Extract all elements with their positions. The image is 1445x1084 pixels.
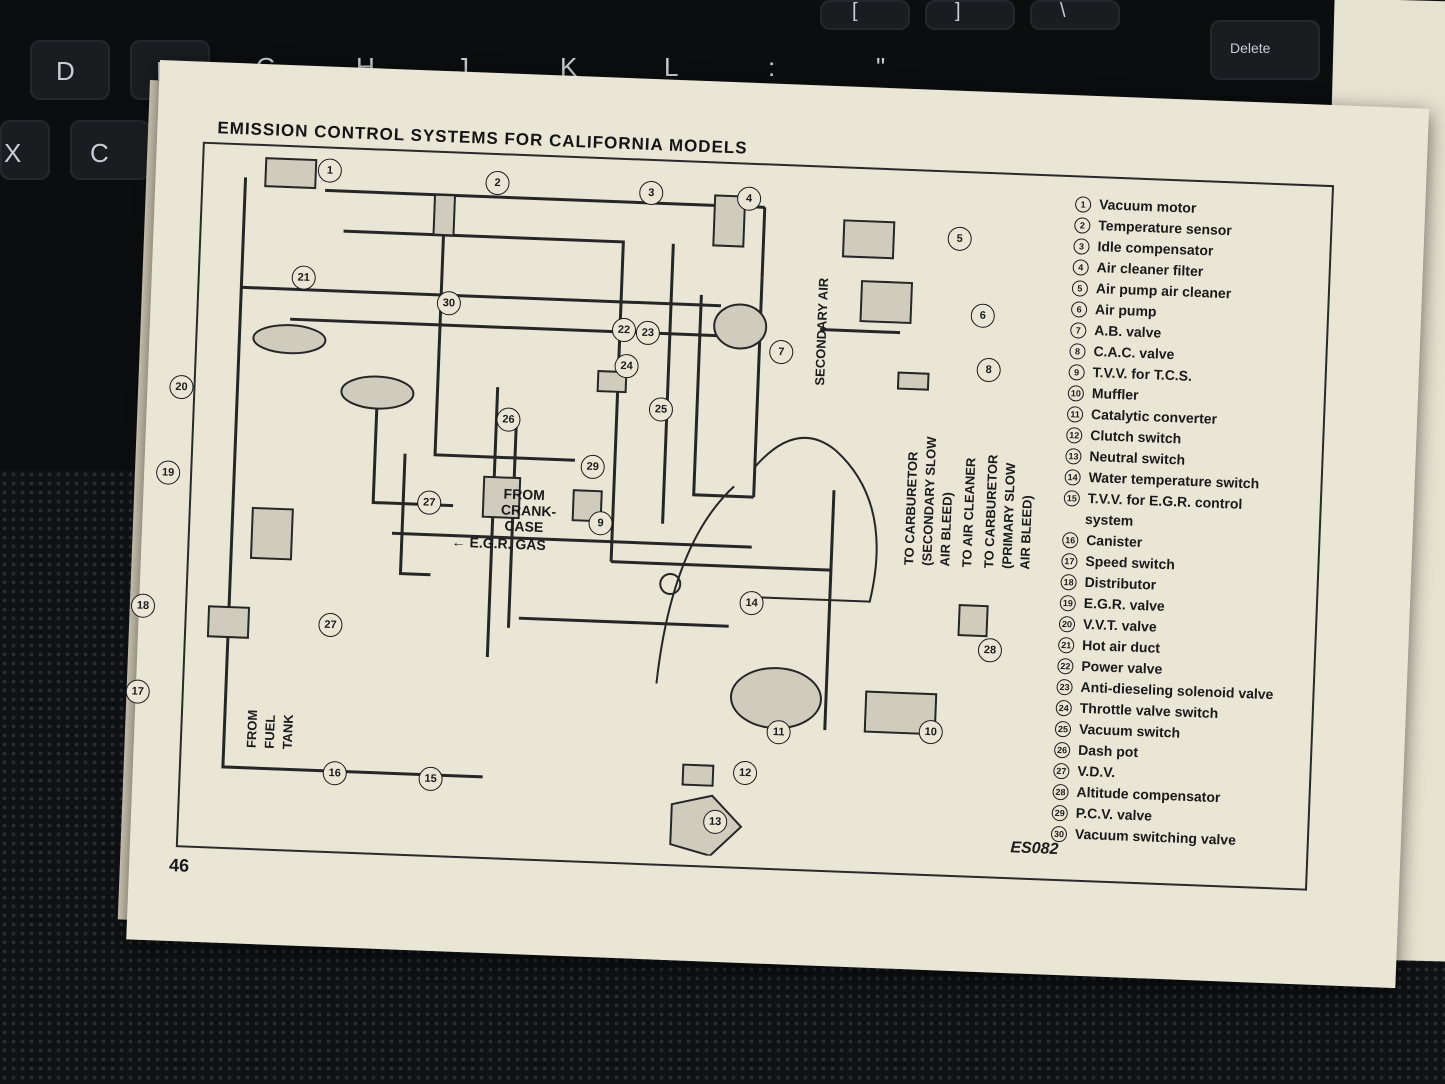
legend-text: Neutral switch [1089,447,1186,468]
legend-number [1063,511,1078,526]
legend-number: 27 [1053,762,1070,780]
key-bracket-left-label: [ [852,0,858,22]
key-c-label: C [90,138,109,168]
key-bracket-left [820,0,910,30]
legend-text: E.G.R. valve [1083,594,1166,614]
legend-text: Hot air duct [1081,636,1161,656]
legend-text: Speed switch [1085,552,1176,573]
key-bracket-right-label: ] [955,0,961,22]
legend-text: system [1084,510,1134,529]
legend-number: 26 [1053,741,1071,759]
label-from-crankcase-3: CASE [504,517,544,536]
key-delete-label: Delete [1230,40,1271,56]
legend-text: Distributor [1084,573,1157,593]
emission-diagram [206,157,989,857]
callout-18: 18 [130,593,156,619]
label-from-crankcase-1: FROM [503,485,546,504]
callout-17: 17 [125,679,151,705]
manual-page: EMISSION CONTROL SYSTEMS FOR CALIFORNIA … [125,60,1430,989]
legend-number: 21 [1057,636,1075,654]
key-d-label: D [56,56,75,86]
legend-text: Dash pot [1077,741,1139,761]
legend-number: 17 [1061,552,1078,570]
legend-number: 12 [1065,427,1083,444]
legend-number: 1 [1074,196,1092,213]
key-bracket-right [925,0,1015,30]
legend-number: 3 [1073,238,1090,255]
legend-number: 14 [1064,469,1081,486]
legend-number: 28 [1052,783,1069,801]
label-from-fuel-tank-2: FUEL [261,714,278,749]
legend-text: Idle compensator [1097,238,1214,259]
legend-text: C.A.C. valve [1093,343,1175,363]
page-number: 46 [168,854,190,876]
legend-text: Clutch switch [1089,426,1182,447]
legend-text: Catalytic converter [1090,406,1218,427]
key-colon-label: : [768,52,776,82]
callout-20: 20 [169,374,194,400]
legend-text: Air pump [1094,301,1157,320]
legend-text: V.D.V. [1077,762,1116,781]
legend-number: 9 [1068,364,1085,381]
legend-number: 10 [1067,385,1085,402]
key-delete [1210,20,1320,80]
key-x [0,120,50,180]
legend-number: 5 [1071,280,1089,297]
legend-number: 6 [1070,301,1088,318]
key-k-label: K [560,52,578,82]
legend-number: 11 [1066,406,1084,423]
callout-19: 19 [155,460,181,486]
legend-text: V.V.T. valve [1082,615,1157,635]
legend-number: 7 [1069,322,1087,339]
key-backslash-label: \ [1060,0,1066,22]
legend-text: Canister [1085,531,1143,551]
legend-number: 4 [1072,259,1090,276]
legend-number: 25 [1054,720,1072,738]
legend-number: 19 [1059,594,1077,612]
legend-text: Air cleaner filter [1096,259,1204,280]
legend-text: Vacuum motor [1098,196,1197,216]
legend-text: A.B. valve [1094,322,1162,341]
legend-number: 22 [1057,657,1074,675]
label-to-carb-secondary-3: AIR BLEED) [937,491,955,567]
legend-number: 18 [1060,573,1077,591]
key-backslash [1030,0,1120,30]
label-from-fuel-tank-3: TANK [279,713,296,750]
legend-number: 20 [1058,615,1076,633]
key-l-label: L [664,52,679,82]
key-quote-label: " [876,52,886,82]
legend-text: T.V.V. for T.C.S. [1092,364,1193,384]
label-from-fuel-tank-1: FROM [243,709,261,749]
key-c [70,120,150,180]
legend-text: Vacuum switch [1078,720,1181,741]
legend-text: Power valve [1081,657,1163,677]
legend-number: 23 [1056,678,1073,696]
legend-number: 24 [1055,699,1073,717]
legend-number: 13 [1065,448,1082,465]
legend-text: P.C.V. valve [1075,804,1153,824]
legend-number: 29 [1051,804,1069,822]
key-d [30,40,110,100]
label-to-carb-primary-3: AIR BLEED) [1017,494,1035,570]
legend-number: 8 [1069,343,1086,360]
key-x-label: X [4,138,22,168]
legend-number: 2 [1074,217,1091,234]
legend-text: Muffler [1091,385,1139,403]
figure-code: ES082 [1010,839,1059,859]
legend-number: 16 [1061,531,1079,549]
legend-number: 15 [1063,490,1081,507]
